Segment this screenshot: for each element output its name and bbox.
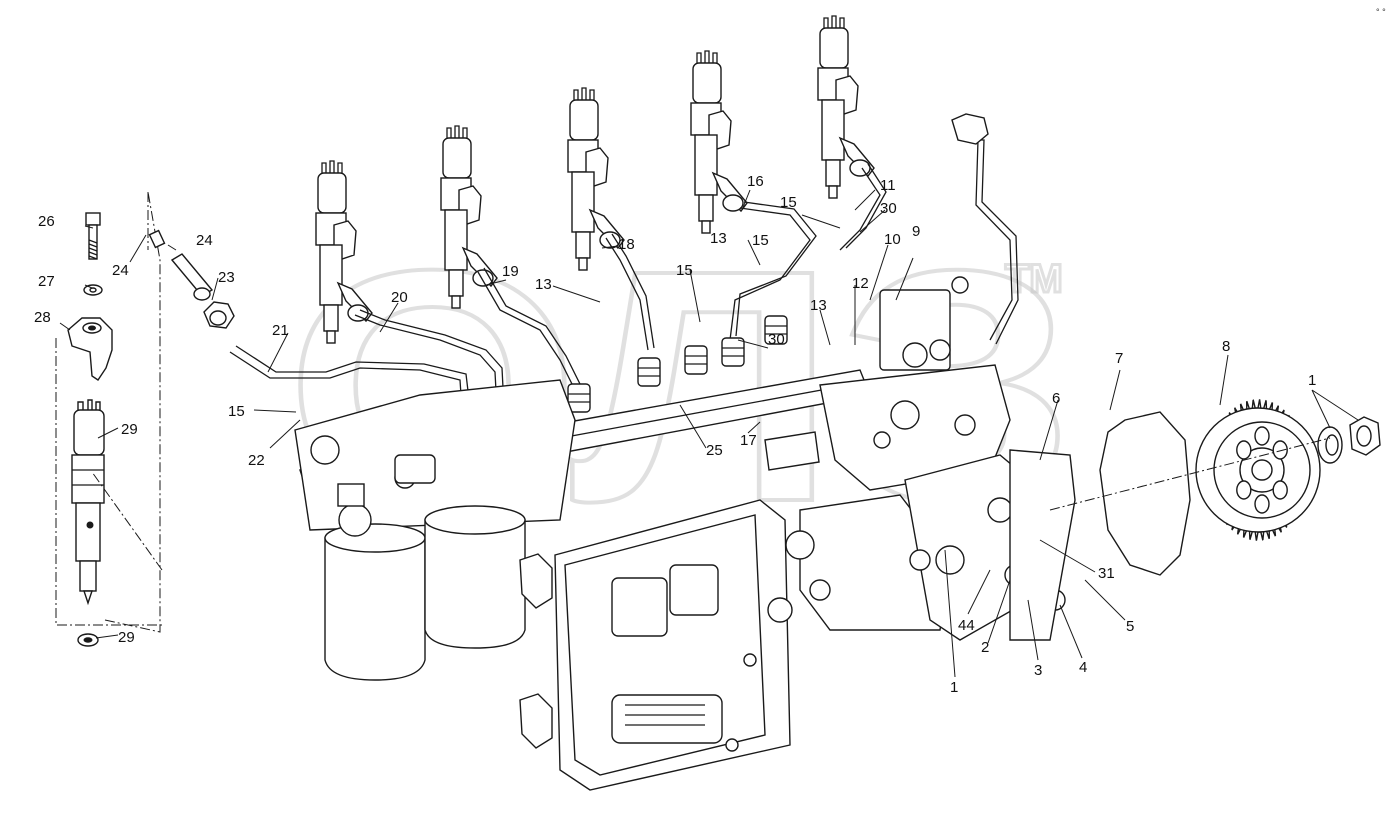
callout-15: 15 [752, 232, 769, 249]
gear-hole [1254, 494, 1270, 514]
watermark-trademark: TM [1005, 257, 1063, 301]
corner-mark: ° ° [1376, 7, 1386, 17]
callout-28: 28 [34, 309, 51, 326]
callout-24: 24 [112, 262, 129, 279]
callout-19: 19 [502, 263, 519, 280]
callout-16: 16 [747, 173, 764, 190]
rail-port [764, 315, 788, 345]
high-pressure-fitting [148, 229, 214, 301]
callout-12: 12 [852, 275, 869, 292]
callout-22: 22 [248, 452, 265, 469]
callout-31: 31 [1098, 565, 1115, 582]
engine-control-unit [519, 499, 791, 791]
callout-44: 44 [958, 617, 975, 634]
lock-washer-part [1317, 426, 1343, 464]
callout-2: 2 [981, 639, 989, 656]
rail-port [684, 345, 708, 375]
gear-hole [1272, 480, 1288, 500]
bolt-part [85, 212, 101, 260]
clamp-part [67, 317, 113, 381]
injector [315, 160, 373, 344]
callout-8: 8 [1222, 338, 1230, 355]
callout-3: 3 [1034, 662, 1042, 679]
callout-24: 24 [196, 232, 213, 249]
callout-13: 13 [810, 297, 827, 314]
gasket-part [1099, 411, 1191, 576]
callout-30: 30 [880, 200, 897, 217]
injector-detail-assembly [55, 191, 163, 647]
axis-line [1049, 437, 1331, 511]
callout-23: 23 [218, 269, 235, 286]
injector-row [315, 15, 875, 344]
callout-29: 29 [121, 421, 138, 438]
union-nut [203, 301, 235, 329]
callout-15: 15 [780, 194, 797, 211]
callout-1: 1 [950, 679, 958, 696]
gear-hole [1236, 480, 1252, 500]
high-pressure-pump [764, 276, 1076, 641]
injector [567, 87, 625, 271]
callout-6: 6 [1052, 390, 1060, 407]
callout-26: 26 [38, 213, 55, 230]
injector [817, 15, 875, 199]
callout-9: 9 [912, 223, 920, 240]
callout-labels: 26 24 24 23 27 28 29 29 15 22 21 20 13 1… [34, 173, 1316, 696]
callout-17: 17 [740, 432, 757, 449]
callout-30: 30 [768, 331, 785, 348]
rail-port [637, 357, 661, 387]
fuel-filter-housing [294, 379, 576, 681]
callout-20: 20 [391, 289, 408, 306]
callout-15: 15 [228, 403, 245, 420]
injector-part [71, 399, 105, 606]
leader-lines [59, 189, 1359, 678]
callout-21: 21 [272, 322, 289, 339]
gear-nut-part [1349, 416, 1381, 456]
callout-25: 25 [706, 442, 723, 459]
callout-13: 13 [710, 230, 727, 247]
high-pressure-pipes [229, 113, 1019, 411]
gear-hole [1254, 426, 1270, 446]
injector [690, 50, 748, 234]
callout-29: 29 [118, 629, 135, 646]
rail-port [721, 337, 745, 367]
callout-27: 27 [38, 273, 55, 290]
gear-hole [1236, 440, 1252, 460]
callout-7: 7 [1115, 350, 1123, 367]
rail-port [567, 383, 591, 413]
callout-15: 15 [676, 262, 693, 279]
callout-18: 18 [618, 236, 635, 253]
callout-10: 10 [884, 231, 901, 248]
drive-gear-part [1195, 399, 1321, 541]
callout-11: 11 [880, 177, 896, 194]
callout-13: 13 [535, 276, 552, 293]
callout-1: 1 [1308, 372, 1316, 389]
gear-hole [1272, 440, 1288, 460]
callout-4: 4 [1079, 659, 1087, 676]
callout-5: 5 [1126, 618, 1134, 635]
